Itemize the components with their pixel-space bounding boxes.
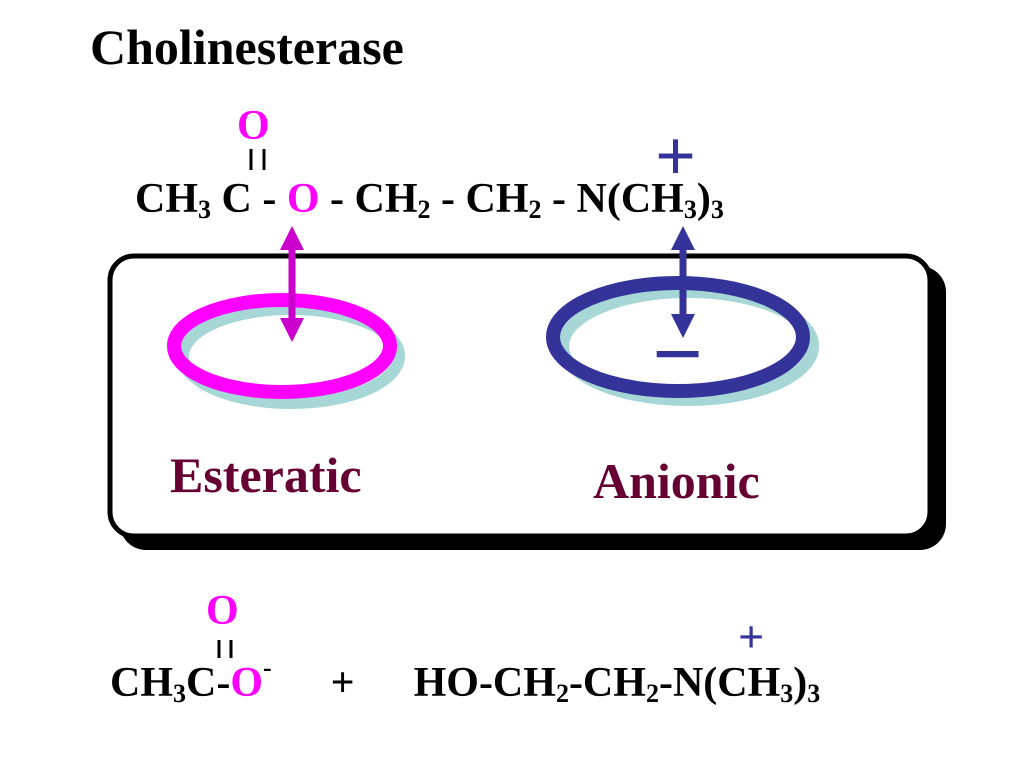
esteratic-ring [167,293,397,399]
substrate-carbonyl-oxygen: O [237,103,270,149]
active-site-box [107,253,933,539]
substrate-ch3: CH [135,176,198,222]
substrate-ester-oxygen: O [286,176,320,222]
anionic-site-label: Anionic [593,453,760,509]
esteratic-site-label: Esteratic [170,447,362,503]
product-carbonyl-double-bond [217,640,233,658]
substrate-positive-charge: + [655,116,697,196]
acetate-ch3: CH [110,660,173,706]
choline-ho-ch2: HO-CH [413,660,556,706]
substrate-carbonyl-carbon: C [221,176,252,222]
anionic-ring [546,276,810,398]
page-title: Cholinesterase [90,19,404,75]
reaction-plus-sign: + [330,660,355,706]
anionic-negative-charge: − [652,305,704,404]
anionic-double-arrow [671,226,695,338]
acetate-negative-charge: - [263,653,272,682]
substrate-formula: CH3 C - O - CH2 - CH2 - N(CH3)3 [135,176,724,224]
products-formula: CH3C-O- + HO-CH2-CH2-N(CH3)3 [110,653,821,708]
anionic-ring-shadow [557,286,819,406]
substrate-carbonyl-double-bond [249,149,266,170]
product-positive-charge: + [738,611,765,662]
substrate-nitrogen: N [576,176,607,222]
acetate-oxygen: O [230,660,263,706]
choline-nitrogen: N [672,660,704,706]
esteratic-double-arrow [280,226,304,342]
product-carbonyl-oxygen: O [206,588,239,634]
